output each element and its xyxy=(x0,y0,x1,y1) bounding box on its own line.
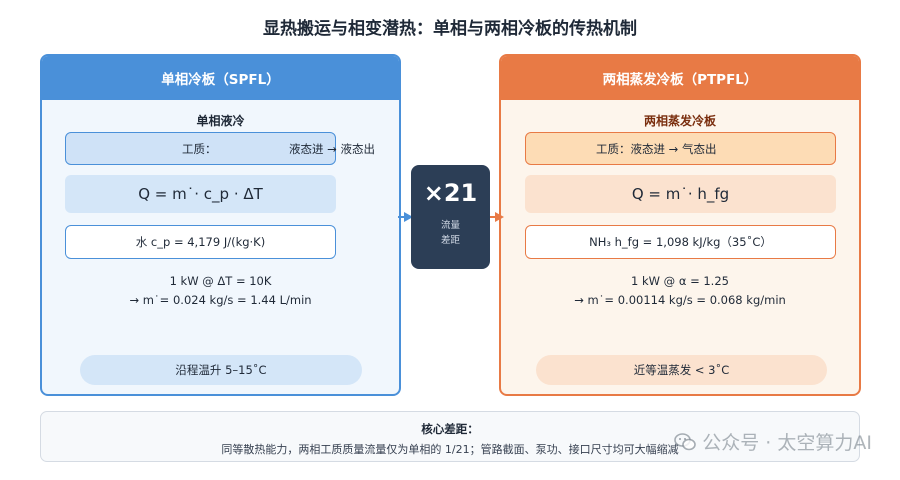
flow-ratio-value: ×21 xyxy=(423,179,478,207)
flow-ratio-label-1: 流量 xyxy=(440,220,460,231)
two-phase-formula: Q = m˙· h_fg xyxy=(525,175,836,213)
core-gap-heading: 核心差距： xyxy=(421,422,479,436)
single-phase-formula: Q = m˙· c_p · ΔT xyxy=(65,175,336,213)
watermark-text: 公众号 · 太空算力AI xyxy=(702,432,872,454)
two-phase-note-1: 1 kW @ α = 1.25 xyxy=(631,274,729,288)
watermark: 公众号 · 太空算力AI xyxy=(674,428,872,455)
single-phase-medium-label: 工质： xyxy=(182,142,217,156)
core-gap-text: 同等散热能力，两相工质质量流量仅为单相的 1/21；管路截面、泵功、接口尺寸均可… xyxy=(221,443,679,456)
flow-ratio-label-2: 差距 xyxy=(440,235,460,246)
connector-arrows xyxy=(398,212,504,222)
single-phase-note-1: 1 kW @ ΔT = 10K xyxy=(169,274,272,288)
two-phase-panel: 两相蒸发冷板（PTPFL） 两相蒸发冷板 工质：液态进 → 气态出 Q = m˙… xyxy=(499,54,861,396)
single-phase-property: 水 c_p = 4,179 J/(kg·K) xyxy=(65,225,336,259)
flow-ratio-label: 流量 差距 xyxy=(411,218,490,248)
single-phase-header: 单相冷板（SPFL） xyxy=(42,56,399,100)
two-phase-note-2: → m˙= 0.00114 kg/s = 0.068 kg/min xyxy=(574,293,786,307)
single-phase-temp-pill: 沿程温升 5–15˚C xyxy=(80,355,362,385)
two-phase-subtitle: 两相蒸发冷板 xyxy=(643,114,716,128)
single-phase-subtitle: 单相液冷 xyxy=(196,114,245,128)
left-arrow-icon xyxy=(404,212,413,222)
two-phase-medium: 工质：液态进 → 气态出 xyxy=(525,132,836,165)
single-phase-panel: 单相冷板（SPFL） 单相液冷 工质： 液态进 → 液态出 Q = m˙· c_… xyxy=(40,54,401,396)
single-phase-note-2: → m˙= 0.024 kg/s = 1.44 L/min xyxy=(129,293,312,307)
wechat-icon xyxy=(674,432,697,450)
core-gap-summary: 核心差距： 同等散热能力，两相工质质量流量仅为单相的 1/21；管路截面、泵功、… xyxy=(40,411,860,462)
right-arrow-icon xyxy=(495,212,504,222)
page-title: 显热搬运与相变潜热：单相与两相冷板的传热机制 xyxy=(263,19,637,39)
two-phase-property: NH₃ h_fg = 1,098 kJ/kg（35˚C） xyxy=(525,225,836,259)
single-phase-medium-value: 液态进 → 液态出 xyxy=(289,142,375,156)
two-phase-header: 两相蒸发冷板（PTPFL） xyxy=(501,56,859,100)
flow-ratio-badge: ×21 流量 差距 xyxy=(411,165,490,269)
two-phase-temp-pill: 近等温蒸发 < 3˚C xyxy=(536,355,827,385)
single-phase-medium-box: 工质： 液态进 → 液态出 xyxy=(65,132,375,165)
